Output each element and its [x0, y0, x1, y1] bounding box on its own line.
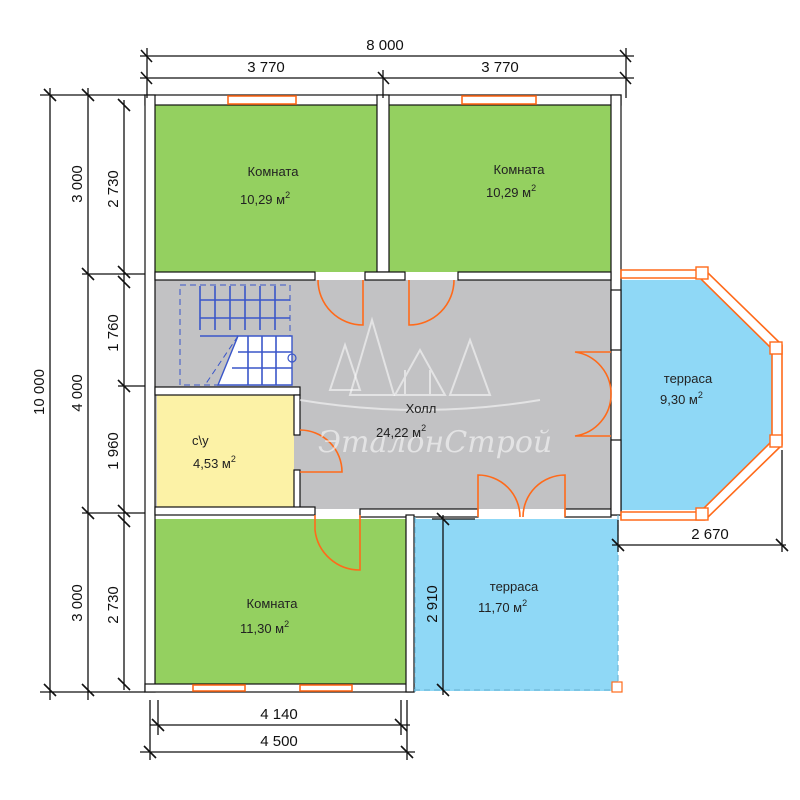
room-nw-name: Комната [248, 164, 300, 179]
room-sw-fill [155, 519, 406, 684]
bathroom-area-value: 4,53 м [193, 456, 231, 471]
terrace-south-area-value: 11,70 м [478, 600, 522, 615]
dim-bottom-inner-width: 4 140 [260, 706, 298, 723]
room-sw-label: Комната 11,30 м2 [240, 596, 298, 636]
terrace-south-label: терраса 11,70 м2 [478, 579, 539, 615]
room-sw-name: Комната [247, 596, 299, 611]
dim-seg-top-inner: 2 730 [105, 170, 122, 208]
room-ne-area: 10,29 м2 [486, 183, 536, 200]
room-sw-area: 11,30 м2 [240, 619, 289, 636]
dim-seg-bottom-outer: 3 000 [69, 584, 86, 622]
terrace-east-area: 9,30 м2 [660, 390, 703, 407]
dim-terrace-south-depth: 2 910 [424, 585, 441, 623]
dim-terrace-east: 2 670 [611, 450, 789, 552]
bathroom-area: 4,53 м2 [193, 454, 236, 471]
dim-total-height: 10 000 [31, 369, 48, 415]
dim-total-width: 8 000 [366, 37, 404, 54]
dim-left: 10 000 3 000 4 000 3 000 2 730 1 760 1 9… [31, 88, 145, 700]
room-nw-area-value: 10,29 м [240, 192, 285, 207]
dim-seg-mid-outer: 4 000 [69, 374, 86, 412]
room-sw-area-sup: 2 [284, 619, 289, 629]
hall-name-text: Холл [406, 401, 437, 416]
dim-top-right-width: 3 770 [481, 59, 519, 76]
dim-terrace-south: 2 910 [424, 512, 475, 697]
room-ne-label: Комната 10,29 м2 [486, 162, 545, 200]
hall-area-value: 24,22 м [376, 425, 421, 440]
dim-terrace-east-depth: 2 670 [691, 526, 729, 543]
window-room-nw [227, 95, 297, 105]
terrace-south-area-sup: 2 [522, 598, 527, 608]
dim-bottom: 4 140 4 500 [140, 700, 415, 760]
terrace-east-name: терраса [664, 371, 713, 386]
room-ne-fill [389, 105, 611, 272]
terrace-south-fill [415, 519, 618, 691]
room-sw-area-value: 11,30 м [240, 621, 284, 636]
terrace-south-name: терраса [490, 579, 539, 594]
watermark-logo: ЭталонСтрой [299, 316, 552, 460]
walls [144, 94, 622, 693]
dim-seg-top-outer: 3 000 [69, 165, 86, 203]
room-ne-area-sup: 2 [531, 183, 536, 193]
watermark-text: ЭталонСтрой [318, 425, 552, 460]
windows [192, 95, 783, 692]
window-room-sw-1 [192, 684, 246, 692]
dim-top-left-width: 3 770 [247, 59, 285, 76]
room-ne-name: Комната [494, 162, 546, 177]
terrace-east-fill [612, 280, 772, 510]
terrace-east-area-value: 9,30 м [660, 392, 698, 407]
room-nw-label: Комната 10,29 м2 [240, 164, 299, 207]
room-nw-area: 10,29 м2 [240, 190, 290, 207]
terrace-south-edges [414, 515, 623, 693]
dim-seg-mid-inner-upper: 1 760 [105, 314, 122, 352]
terrace-east-label: терраса 9,30 м2 [660, 371, 713, 407]
dim-bottom-outer-width: 4 500 [260, 733, 298, 750]
room-ne-area-value: 10,29 м [486, 185, 531, 200]
doors [299, 279, 612, 571]
dim-seg-mid-inner-lower: 1 960 [105, 432, 122, 470]
hall-area: 24,22 м2 [376, 423, 426, 440]
hall-area-sup: 2 [421, 423, 426, 433]
hall-label: Холл 24,22 м2 [376, 401, 436, 440]
dim-top: 8 000 3 770 3 770 [140, 37, 634, 98]
room-nw-fill [155, 105, 377, 272]
bathroom-fill [157, 395, 294, 507]
window-room-sw-2 [299, 684, 353, 692]
room-nw-area-sup: 2 [285, 190, 290, 200]
terrace-south-area: 11,70 м2 [478, 598, 527, 615]
bathroom-area-sup: 2 [231, 454, 236, 464]
bathroom-name: с\у [192, 433, 209, 448]
terrace-east-area-sup: 2 [698, 390, 703, 400]
bathroom-label: с\у 4,53 м2 [192, 433, 236, 471]
window-room-ne [461, 95, 537, 105]
staircase [179, 284, 297, 386]
dim-seg-bottom-inner: 2 730 [105, 586, 122, 624]
